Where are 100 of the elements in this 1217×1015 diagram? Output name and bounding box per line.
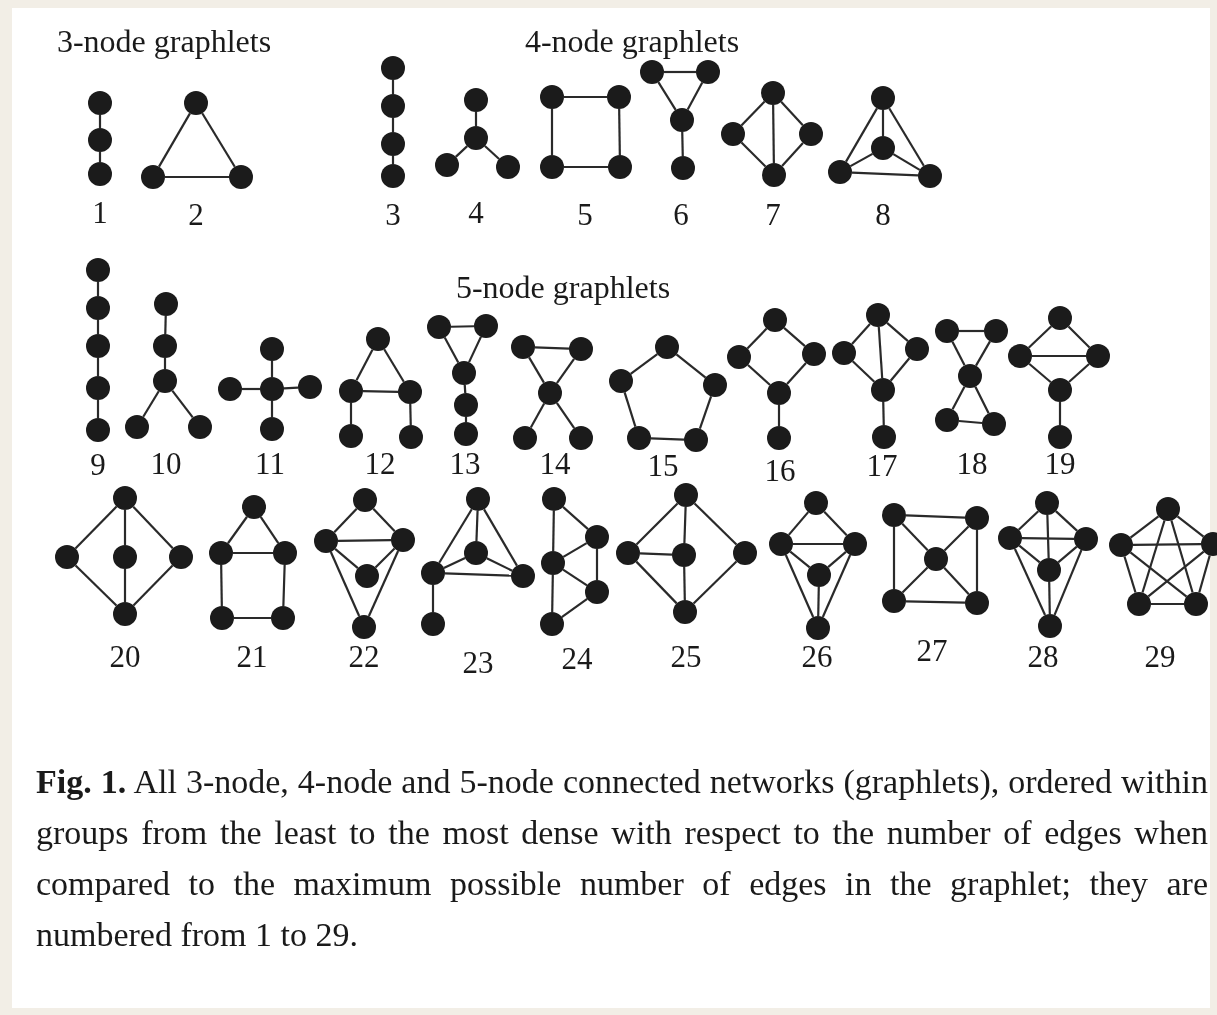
graph-edge [595,549,599,580]
graph-edge [1032,354,1086,358]
graphlet-number: 7 [765,198,781,230]
graph-edge [780,101,804,126]
group-heading: 4-node graphlets [524,25,740,57]
graph-edge [740,100,766,127]
graph-edge [1068,363,1090,383]
graph-edge [562,542,588,558]
graph-edge [905,600,966,604]
graph-edge [383,348,405,383]
graph-edge [1027,325,1053,349]
graph-edge [142,390,160,418]
graph-edge [772,105,775,163]
graph-edge [333,507,358,534]
graph-edge [827,551,847,568]
graph-edge [892,527,896,589]
graph-edge [892,153,921,171]
graphlet-number: 19 [1044,447,1076,479]
graph-edge [1022,537,1074,540]
graph-edge [484,145,500,160]
graph-edge [974,386,990,414]
graph-edge [851,360,876,383]
graph-edge [888,107,925,167]
graph-edge [793,542,843,546]
graph-edge [951,386,966,410]
graph-edge [664,70,696,74]
graph-edge [886,322,909,342]
graph-edge [1198,555,1211,593]
graph-edge [283,386,299,390]
graph-edge [562,506,589,530]
graph-edge [877,326,884,379]
graph-edge [233,551,273,555]
graph-edge [1028,362,1052,384]
graph-edge [1133,543,1201,546]
graph-edge [845,107,878,163]
graph-edge [630,353,658,375]
graph-edge [746,327,768,350]
graph-edge [123,569,127,602]
graph-edge [698,396,713,429]
graph-edge [1147,550,1205,598]
graphlet-number: 14 [539,447,571,479]
graphlet-number: 12 [364,447,396,479]
graph-edge [747,364,771,386]
graph-edge [1013,548,1047,616]
graph-edge [1123,556,1137,593]
graphlet-number: 6 [673,198,689,230]
graph-edge [391,80,395,94]
graph-edge [1017,510,1040,531]
graph-edge [683,567,686,600]
graph-edge [675,353,707,379]
graph-edge [564,95,607,99]
graph-edge [1057,545,1078,564]
graph-edge [1053,549,1083,616]
graph-edge [1129,515,1160,539]
graph-edge [784,554,815,618]
graph-edge [468,336,482,363]
graph-edge [474,112,478,126]
graph-edge [821,554,852,618]
graph-edge [164,315,167,335]
graph-edge [431,585,435,612]
graph-edge [562,568,588,587]
graph-edge [1046,514,1050,559]
graph-edge [1151,602,1184,606]
figure-caption: Fig. 1. All 3-node, 4-node and 5-node connected networks (graphlets), ordered within groups from the least to the most dense with respect to the number of edges when compared to the maximum possible number of edges in the graphlet; they are numbered from 1 to 29. [36,762,1208,955]
graph-edge [681,131,684,157]
graph-edge [329,551,361,617]
graph-edge [282,564,286,607]
graph-edge [96,400,100,418]
graph-edge [165,175,229,179]
graph-edge [951,341,966,366]
graph-edge [692,560,738,605]
graph-edge [623,392,637,427]
graph-edge [1018,544,1041,564]
graph-edge [374,547,396,569]
graphlet-number: 25 [670,640,702,672]
graph-edge [486,557,513,572]
graphlet-number: 9 [90,448,106,480]
graphlet-number: 28 [1027,640,1059,672]
graph-edge [555,402,576,429]
graph-edge [1048,581,1051,615]
graph-edge [789,550,811,569]
graph-edge [740,141,767,168]
graph-edge [564,165,608,169]
graph-edge [958,419,983,425]
graph-edge [270,361,274,377]
graphlet-number: 3 [385,198,401,230]
graph-edge [409,403,412,426]
graph-edge [777,405,781,426]
graph-edge [683,506,687,544]
graphlet-number: 10 [150,447,182,479]
graph-edge [817,587,820,616]
graph-edge [693,502,738,546]
graph-edge [171,389,194,419]
graphlet-number: 1 [92,196,108,228]
graph-edge [901,522,929,552]
graph-edge [959,329,984,333]
graph-edge [98,152,102,162]
group-heading: 5-node graphlets [455,271,671,303]
graph-edge [1067,325,1091,349]
graph-edge [639,552,673,556]
